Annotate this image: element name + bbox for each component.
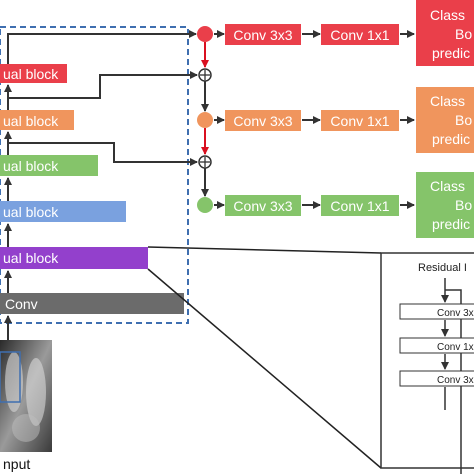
head-3-output-line-3: predic [432, 216, 470, 232]
head-1-conv1x1-label: Conv 1x1 [330, 27, 389, 43]
head-1-conv1x1 [321, 24, 399, 45]
residual-block-3 [0, 155, 98, 176]
head-3-conv1x1-label: Conv 1x1 [330, 198, 389, 214]
residual-block-1-label: ual block [3, 66, 59, 82]
residual-detail-layer-1-label: Conv 3x [437, 308, 474, 319]
head-node-2 [197, 112, 213, 128]
residual-block-4-label: ual block [3, 204, 59, 220]
residual-detail-panel [380, 252, 474, 469]
head-2-conv3x3 [225, 110, 301, 131]
backbone-dashed-box [0, 26, 189, 324]
residual-skip-line [445, 289, 462, 474]
residual-block-1 [0, 64, 67, 83]
head-2-conv1x1-label: Conv 1x1 [330, 113, 389, 129]
head-2-conv1x1 [321, 110, 399, 131]
residual-block-5 [0, 247, 148, 269]
residual-block-2-label: ual block [3, 113, 59, 129]
head-2-output [416, 87, 474, 153]
head-2-output-line-2: Bo [455, 112, 472, 128]
head-2-output-line-3: predic [432, 131, 470, 147]
lateral-connection-1 [8, 71, 198, 99]
residual-detail-layer-3-label: Conv 3x [437, 375, 474, 386]
residual-detail-layer-2 [399, 337, 474, 354]
residual-detail-layer-1 [399, 303, 474, 320]
input-label: nput [3, 456, 30, 472]
head-3-output-line-2: Bo [455, 197, 472, 213]
head-node-1 [197, 26, 213, 42]
head-1-conv3x3-label: Conv 3x3 [233, 27, 292, 43]
head-2-output-line-1: Class [430, 93, 465, 109]
conv-layer-label: Conv [5, 296, 38, 312]
head-1-output-line-3: predic [432, 45, 470, 61]
head-3-output [416, 172, 474, 238]
head-1-output [416, 0, 474, 66]
zoom-line-bottom [147, 268, 382, 469]
zoom-line-top [147, 246, 382, 254]
head-1-conv3x3 [225, 24, 301, 45]
residual-detail-title: Residual I [418, 262, 467, 274]
conv-layer [0, 293, 184, 314]
head-3-conv3x3-label: Conv 3x3 [233, 198, 292, 214]
residual-detail-layer-3 [399, 370, 474, 387]
residual-detail-layer-2-label: Conv 1x [437, 342, 474, 353]
head-3-conv1x1 [321, 195, 399, 216]
head-3-output-line-1: Class [430, 178, 465, 194]
head-1-output-line-1: Class [430, 7, 465, 23]
backbone-to-head-1-arrow [7, 30, 197, 64]
lateral-connection-2 [8, 142, 198, 166]
residual-block-4 [0, 201, 126, 222]
head-1-output-line-2: Bo [455, 26, 472, 42]
residual-block-3-label: ual block [3, 158, 59, 174]
residual-block-2 [0, 110, 74, 130]
head-node-3 [197, 197, 213, 213]
head-3-conv3x3 [225, 195, 301, 216]
head-2-conv3x3-label: Conv 3x3 [233, 113, 292, 129]
residual-block-5-label: ual block [3, 250, 59, 266]
input-xray-image [0, 340, 52, 452]
